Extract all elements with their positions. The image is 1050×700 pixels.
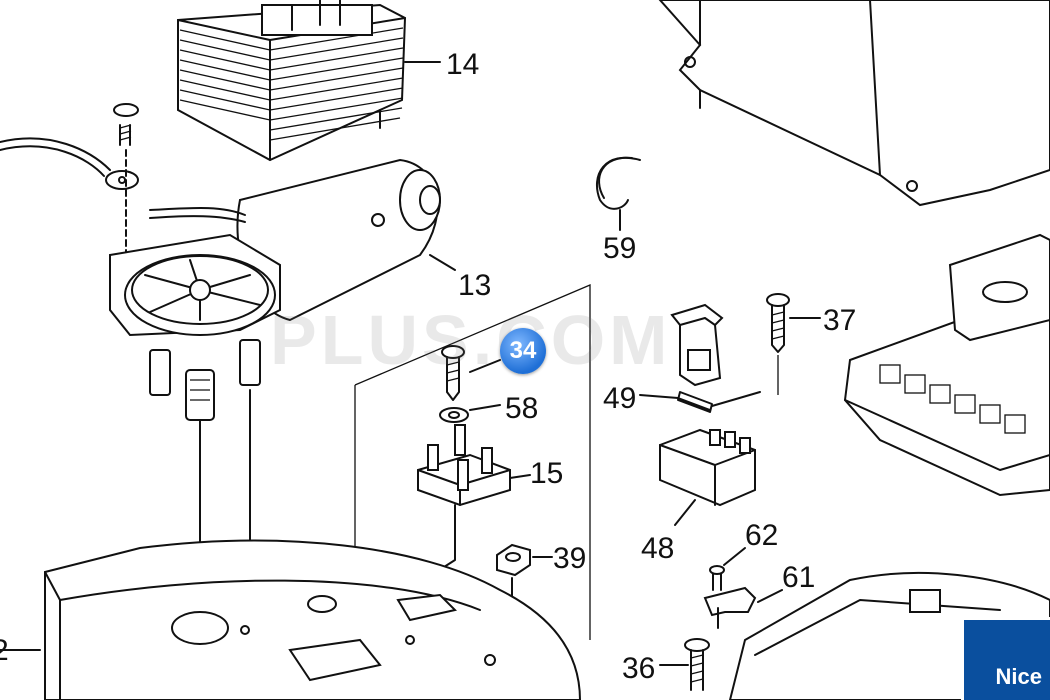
part-number-badge[interactable]: 34: [500, 328, 546, 374]
callout-37: 37: [823, 304, 856, 337]
screw-bottom-part: [659, 638, 710, 691]
callout-39: 39: [553, 542, 586, 575]
callout-62: 62: [745, 519, 778, 552]
callout-61: 61: [782, 561, 815, 594]
brand-logo-text: Nice: [995, 664, 1042, 689]
bracket-part: [703, 547, 783, 629]
transformer-part: [177, 0, 441, 162]
base-housing: [0, 539, 582, 700]
ground-cable: [0, 103, 139, 271]
fuse-holder-part: [639, 303, 761, 413]
screw-part: [766, 293, 821, 395]
brand-logo: Nice: [961, 617, 1050, 700]
callout-14: 14: [446, 48, 479, 81]
callout-59: 59: [603, 232, 636, 265]
callout-15: 15: [530, 457, 563, 490]
housing-cover: [658, 0, 1050, 207]
circlip-part: [595, 156, 641, 231]
control-board: [843, 233, 1050, 497]
callout-36: 36: [622, 652, 655, 685]
callout-49: 49: [603, 382, 636, 415]
callout-2: 2: [0, 634, 9, 667]
rectifier-part: [407, 424, 531, 591]
callout-13: 13: [458, 269, 491, 302]
motor-assembly: [109, 158, 456, 631]
terminal-block-part: [659, 428, 756, 526]
watermark: PLUS.COM: [270, 301, 672, 379]
callout-58: 58: [505, 392, 538, 425]
callout-48: 48: [641, 532, 674, 565]
screw-washer-part: [439, 345, 501, 423]
